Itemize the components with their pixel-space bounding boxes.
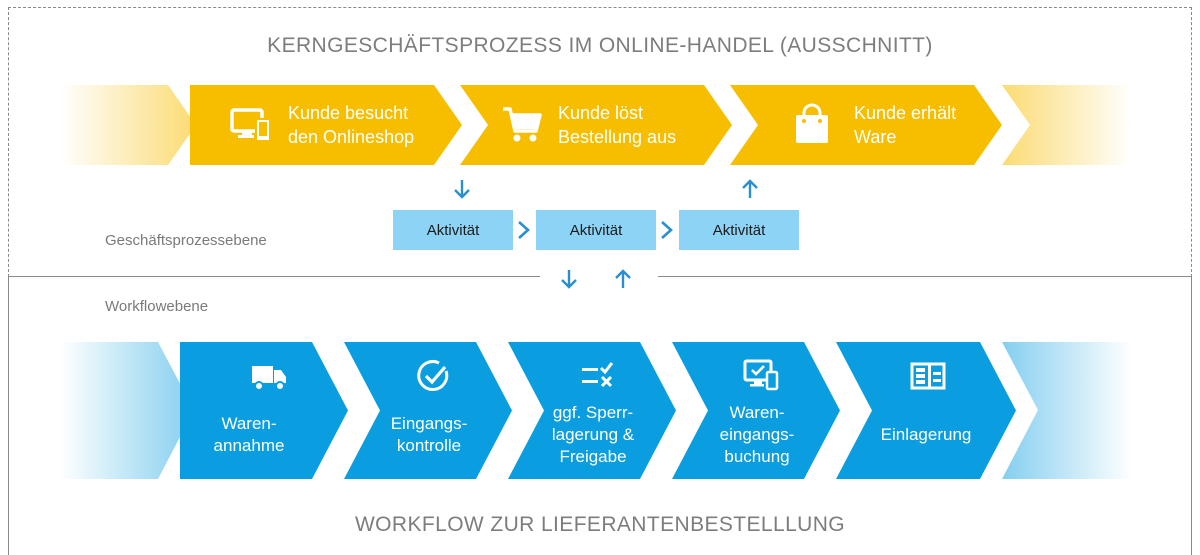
- yellow-fade-right: [1002, 85, 1132, 165]
- business-level-label: Geschäftsprozessebene: [105, 232, 267, 249]
- blue-fade-left: [60, 342, 194, 479]
- workflow-step-label: ggf. Sperr- lagerung & Freigabe: [551, 402, 635, 466]
- workflow-step-label: Waren- annahme: [213, 413, 285, 455]
- shopping-bag-icon: [790, 103, 834, 147]
- truck-icon: [251, 358, 287, 394]
- level-divider-left: [8, 276, 540, 277]
- warehouse-grid-icon: [910, 358, 946, 394]
- yellow-fade-left: [60, 85, 196, 165]
- top-title: KERNGESCHÄFTSPROZESS IM ONLINE-HANDEL (A…: [267, 34, 933, 57]
- chevron-right-icon: [518, 221, 530, 239]
- devices-icon: [230, 103, 274, 147]
- monitor-device-icon: [743, 358, 779, 394]
- workflow-step-label: Eingangs- kontrolle: [390, 413, 468, 455]
- business-level-frame: [8, 7, 1192, 277]
- arrow-up-icon: [742, 179, 758, 198]
- checklist-icon: [579, 358, 615, 394]
- chevron-right-icon: [661, 221, 673, 239]
- arrow-down-icon: [561, 270, 577, 289]
- business-step-receive-goods: Kunde erhält Ware: [730, 85, 1002, 165]
- business-step-place-order: Kunde löst Bestellung aus: [460, 85, 732, 165]
- workflow-step-goods-receipt: Waren- annahme: [180, 342, 348, 479]
- shopping-cart-icon: [500, 103, 544, 147]
- level-divider-right: [658, 276, 1192, 277]
- business-step-label: Kunde erhält Ware: [854, 103, 957, 147]
- activity-box: Aktivität: [679, 210, 799, 250]
- workflow-level-label: Workflowebene: [105, 298, 209, 315]
- workflow-step-label: Waren- eingangs- buchung: [719, 402, 795, 466]
- arrow-up-icon: [615, 269, 631, 288]
- business-step-label: Kunde löst Bestellung aus: [558, 103, 677, 147]
- blue-fade-right: [1002, 342, 1132, 479]
- bottom-title: WORKFLOW ZUR LIEFERANTENBESTELLLUNG: [354, 513, 846, 536]
- check-circle-icon: [415, 358, 451, 394]
- workflow-step-label: Einlagerung: [880, 424, 972, 444]
- activity-box: Aktivität: [393, 210, 513, 250]
- business-step-visit-shop: Kunde besucht den Onlineshop: [190, 85, 462, 165]
- business-step-label: Kunde besucht den Onlineshop: [288, 103, 415, 147]
- arrow-down-icon: [454, 180, 470, 199]
- activity-box: Aktivität: [536, 210, 656, 250]
